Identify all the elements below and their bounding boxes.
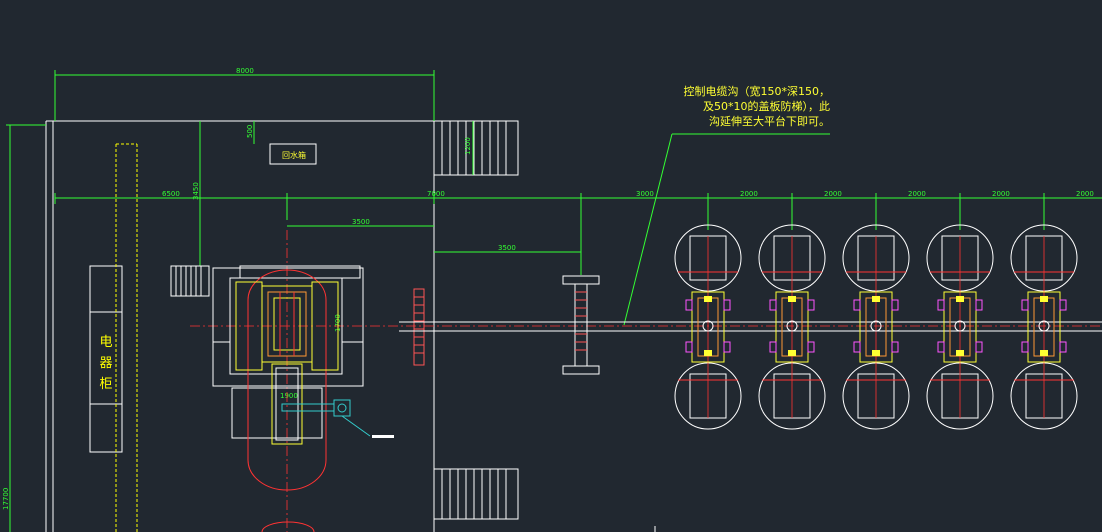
- robot-units: [674, 224, 1078, 430]
- unit-marker-bottom: [956, 350, 964, 356]
- unit-marker-bottom: [788, 350, 796, 356]
- unit-pad: [685, 299, 693, 311]
- h-column: [562, 275, 600, 375]
- unit-pad: [807, 299, 815, 311]
- unit-pad: [769, 299, 777, 311]
- cable-trench-left: [115, 143, 138, 532]
- unit-body: [943, 291, 977, 363]
- robot-unit: [674, 224, 742, 430]
- annotation-line-2: 及50*10的盖板防梯），此: [703, 100, 830, 113]
- dim-3500-a: 3500: [352, 218, 370, 226]
- cable-trench-annotation: 控制电缆沟（宽150*深150， 及50*10的盖板防梯），此 沟延伸至大平台下…: [640, 84, 831, 129]
- dimension-texts: 8000 6500 7000 3000 2000 2000 2000 2000 …: [2, 67, 1094, 510]
- unit-marker-bottom: [1040, 350, 1048, 356]
- unit-marker-bottom: [872, 350, 880, 356]
- unit-body: [691, 291, 725, 363]
- left-small-stairs: [170, 265, 210, 297]
- unit-pad: [853, 299, 861, 311]
- main-tank-frame: [212, 265, 364, 439]
- unit-marker-top: [788, 296, 796, 302]
- unit-pad: [685, 341, 693, 353]
- robot-unit: [842, 224, 910, 430]
- centerlines: [190, 230, 1102, 532]
- unit-marker-top: [704, 296, 712, 302]
- dim-pitch-5: 2000: [1076, 190, 1094, 198]
- return-water-box-label: 回水箱: [282, 150, 306, 160]
- unit-pad: [853, 341, 861, 353]
- dim-pitch-4: 2000: [992, 190, 1010, 198]
- unit-pad: [1059, 299, 1067, 311]
- unit-marker-top: [872, 296, 880, 302]
- unit-pad: [1021, 341, 1029, 353]
- unit-pad: [807, 341, 815, 353]
- unit-pad: [937, 341, 945, 353]
- cabinet-char-2: 器: [99, 356, 113, 371]
- electric-cabinet: [89, 265, 123, 453]
- dim-500: 500: [246, 125, 254, 138]
- bottom-stairs: [433, 468, 519, 520]
- robot-unit: [926, 224, 994, 430]
- cabinet-char-3: 柜: [99, 377, 113, 392]
- annotation-line-3: 沟延伸至大平台下即可。: [709, 115, 830, 128]
- dim-pitch-1: 2000: [740, 190, 758, 198]
- dim-17700: 17700: [2, 488, 10, 510]
- robot-unit: [1010, 224, 1078, 430]
- dim-1900: 1900: [280, 392, 298, 400]
- dimension-lines: [6, 70, 1102, 532]
- dim-8000: 8000: [236, 67, 254, 75]
- unit-body: [859, 291, 893, 363]
- dim-pitch-2: 2000: [824, 190, 842, 198]
- top-stairs: [433, 120, 519, 176]
- unit-marker-top: [1040, 296, 1048, 302]
- unit-body: [775, 291, 809, 363]
- red-ladder: [413, 288, 425, 366]
- annotation-line-1: 控制电缆沟（宽150*深150，: [683, 85, 831, 98]
- unit-marker-bottom: [704, 350, 712, 356]
- robot-unit: [758, 224, 826, 430]
- dim-3500-b: 3500: [498, 244, 516, 252]
- dim-3450: 3450: [192, 182, 200, 200]
- dim-7000: 7000: [427, 190, 445, 198]
- electric-cabinet-label: 电 器 柜: [96, 332, 116, 395]
- tank-capsule: [247, 269, 327, 491]
- unit-pad: [975, 299, 983, 311]
- unit-hub: [786, 320, 798, 332]
- unit-pad: [723, 299, 731, 311]
- unit-marker-top: [956, 296, 964, 302]
- return-water-box: 回水箱: [269, 143, 317, 165]
- cyan-device: [281, 399, 371, 437]
- cabinet-char-1: 电: [99, 335, 113, 350]
- h-column-holes: [575, 291, 587, 351]
- unit-hub: [1038, 320, 1050, 332]
- rail: [399, 321, 1102, 332]
- unit-pad: [975, 341, 983, 353]
- unit-pad: [723, 341, 731, 353]
- unit-pad: [769, 341, 777, 353]
- building-outline: [45, 120, 435, 532]
- white-bar: [372, 435, 394, 438]
- bottom-arc: [261, 521, 315, 532]
- unit-pad: [1059, 341, 1067, 353]
- unit-pad: [891, 341, 899, 353]
- unit-pad: [891, 299, 899, 311]
- unit-hub: [702, 320, 714, 332]
- dim-1200: 1200: [464, 137, 472, 155]
- unit-hub: [954, 320, 966, 332]
- dim-pitch-3: 2000: [908, 190, 926, 198]
- dim-3000: 3000: [636, 190, 654, 198]
- dim-6500: 6500: [162, 190, 180, 198]
- unit-body: [1027, 291, 1061, 363]
- unit-pad: [937, 299, 945, 311]
- tank-outer-lines: [235, 281, 339, 371]
- unit-pad: [1021, 299, 1029, 311]
- unit-hub: [870, 320, 882, 332]
